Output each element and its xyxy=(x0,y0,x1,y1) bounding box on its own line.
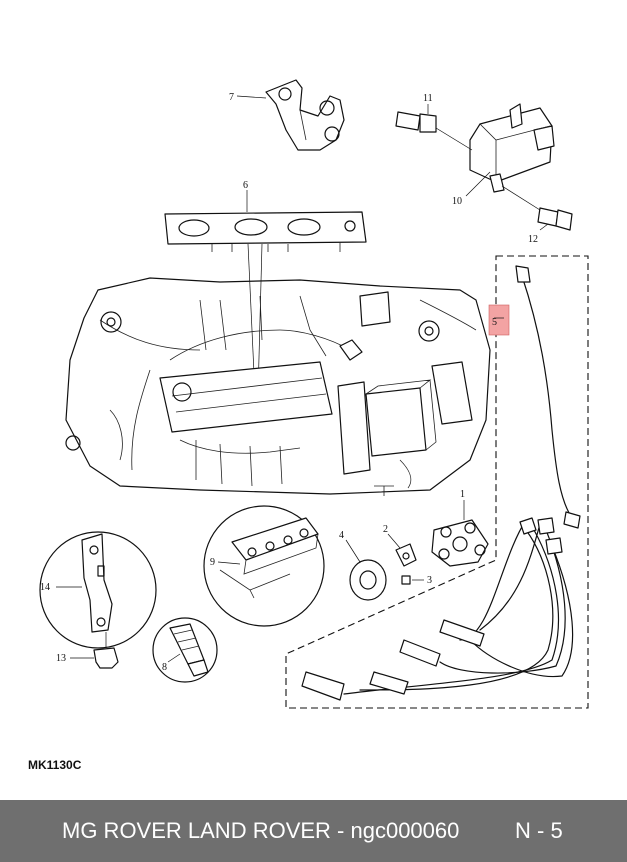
callout-labels: 7 6 11 10 12 5 1 2 3 4 9 14 13 8 xyxy=(40,92,538,673)
part-5-ht-lead-set xyxy=(285,255,589,709)
part-13-clip xyxy=(70,632,119,669)
part-14-bracket xyxy=(39,531,157,649)
callout-10: 10 xyxy=(452,196,462,207)
footer-page-number: N - 5 xyxy=(515,818,563,843)
callout-1: 1 xyxy=(460,489,465,500)
callout-9: 9 xyxy=(210,557,215,568)
callout-8: 8 xyxy=(162,662,167,673)
engine-bay-illustration xyxy=(65,277,491,496)
callout-4: 4 xyxy=(339,530,344,541)
footer-bar: MG ROVER LAND ROVER - ngc000060 N - 5 xyxy=(0,800,627,862)
part-11-bolt xyxy=(395,104,473,151)
part-7-bracket xyxy=(236,79,345,151)
part-8-spark-plug xyxy=(152,617,218,683)
drawing-code: MK1130C xyxy=(28,758,82,772)
callout-14: 14 xyxy=(40,582,50,593)
callout-3: 3 xyxy=(427,575,432,586)
part-10-ignition-coil xyxy=(465,103,555,197)
part-2-rotor-arm xyxy=(387,533,417,567)
callout-2: 2 xyxy=(383,524,388,535)
callout-5: 5 xyxy=(492,317,497,328)
callout-11: 11 xyxy=(423,93,433,104)
callout-6: 6 xyxy=(243,180,248,191)
callout-13: 13 xyxy=(56,653,66,664)
part-1-distributor-cap xyxy=(431,500,489,567)
callout-7: 7 xyxy=(229,92,234,103)
part-6-gasket xyxy=(164,190,367,396)
part-3-screw xyxy=(401,575,424,585)
part-12-bolt xyxy=(501,185,573,231)
part-5-highlight xyxy=(488,304,510,336)
callout-12: 12 xyxy=(528,234,538,245)
parts-diagram: 7 6 11 10 12 5 1 2 3 4 9 14 13 8 xyxy=(39,79,589,709)
footer-brand-text: MG ROVER LAND ROVER - ngc000060 xyxy=(62,818,460,843)
part-9-lead-clip xyxy=(203,505,325,627)
part-4-seal xyxy=(345,539,387,601)
